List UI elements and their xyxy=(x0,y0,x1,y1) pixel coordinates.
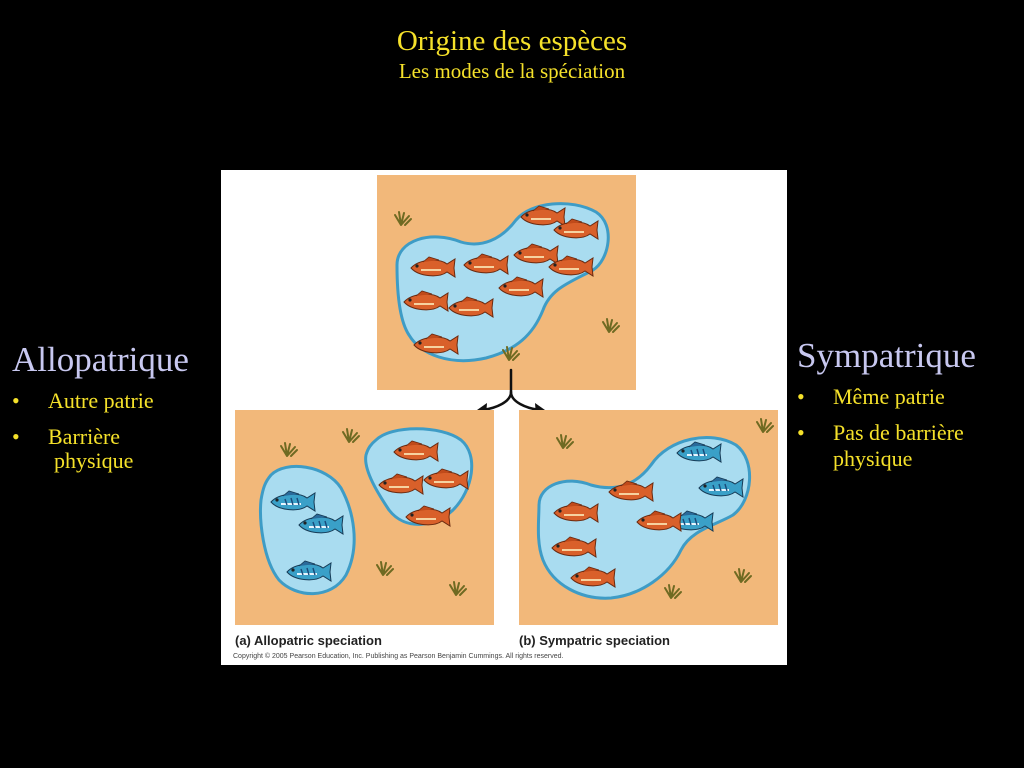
sympatric-list: • Même patrie • Pas de barrière physique xyxy=(797,384,1017,472)
allopatric-panel: Allopatrique • Autre patrie • Barrière phy… xyxy=(12,340,222,474)
speciation-illustration xyxy=(235,175,778,625)
slide-subtitle: Les modes de la spéciation xyxy=(398,59,626,83)
allopatric-item: • Autre patrie xyxy=(12,388,222,414)
bullet-icon: • xyxy=(797,384,805,409)
bullet-icon: • xyxy=(12,388,20,413)
sympatric-item-text: Pas de barrière physique xyxy=(833,420,964,471)
bullet-icon: • xyxy=(12,424,20,449)
allopatric-heading: Allopatrique xyxy=(12,340,189,379)
slide-title: Origine des espèces xyxy=(396,25,628,57)
sympatric-caption: (b) Sympatric speciation xyxy=(519,633,670,648)
allopatric-caption: (a) Allopatric speciation xyxy=(235,633,382,648)
copyright-notice: Copyright © 2005 Pearson Education, Inc.… xyxy=(233,653,564,660)
sympatric-item-text: Même patrie xyxy=(833,384,945,409)
speciation-figure: (a) Allopatric speciation (b) Sympatric … xyxy=(221,170,787,665)
allopatric-item-text: Barrière xyxy=(48,424,121,449)
sympatric-heading: Sympatrique xyxy=(797,336,976,375)
allopatric-item: • Barrière xyxy=(12,424,222,450)
allopatric-list: • Autre patrie • Barrière xyxy=(12,388,222,450)
bullet-icon: • xyxy=(797,420,805,445)
title-block: Origine des espèces Les modes de la spéc… xyxy=(0,24,1024,84)
sympatric-panel: Sympatrique • Même patrie • Pas de barrièr… xyxy=(797,336,1017,482)
sympatric-item: • Même patrie xyxy=(797,384,1017,410)
allopatric-item-continuation: physique xyxy=(54,448,134,473)
allopatric-item-text: Autre patrie xyxy=(48,388,154,413)
sympatric-item: • Pas de barrière physique xyxy=(797,420,1017,472)
